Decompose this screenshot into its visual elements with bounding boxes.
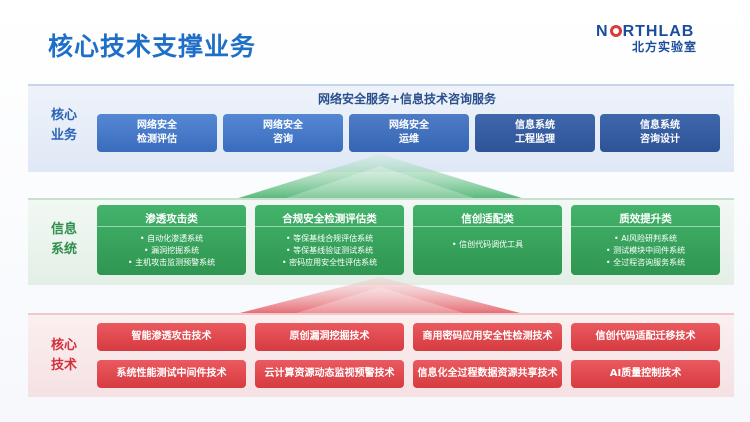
logo-letter: N: [596, 23, 609, 40]
business-item-3: 网络安全 运维: [349, 114, 469, 152]
list-item: 等保基线合规评估系统: [255, 233, 404, 245]
list-item: 测试模块中间件系统: [571, 245, 720, 257]
list-item: AI风险研判系统: [571, 233, 720, 245]
logo-ring-icon: [609, 25, 622, 37]
core-item-2: 原创漏洞挖掘技术: [255, 323, 404, 351]
list-item: 信创代码调优工具: [413, 239, 562, 251]
list-item: 密码应用安全性评估系统: [255, 257, 404, 269]
info-layer-label: 信息 系统: [50, 222, 77, 257]
info-card-title: 信创适配类: [461, 213, 514, 225]
info-card-2: 合规安全检测评估类 等保基线合规评估系统 等保基线验证测试系统 密码应用安全性评…: [255, 205, 404, 275]
list-item: 全过程咨询服务系统: [571, 257, 720, 269]
business-layer-label: 核心 业务: [50, 108, 77, 143]
info-card-title: 合规安全检测评估类: [282, 213, 377, 225]
list-item: 主机攻击监测预警系统: [97, 257, 246, 269]
list-item: 等保基线验证测试系统: [255, 245, 404, 257]
core-item-7: 信息化全过程数据资源共享技术: [413, 360, 562, 388]
northlab-logo: N RTHLAB 北方实验室: [596, 24, 724, 58]
business-heading: 网络安全服务+信息技术咨询服务: [318, 92, 497, 106]
page-title: 核心技术支撑业务: [48, 32, 257, 61]
info-card-3: 信创适配类 信创代码调优工具: [413, 205, 562, 275]
core-item-8: AI质量控制技术: [571, 360, 720, 388]
logo-subtitle: 北方实验室: [632, 40, 698, 54]
list-item: 漏洞挖掘系统: [97, 245, 246, 257]
core-item-6: 云计算资源动态监视预警技术: [255, 360, 404, 388]
business-item-1: 网络安全 检测评估: [97, 114, 217, 152]
up-arrow-icon: [232, 277, 528, 315]
info-card-4: 质效提升类 AI风险研判系统 测试模块中间件系统 全过程咨询服务系统: [571, 205, 720, 275]
business-item-4: 信息系统 工程监理: [475, 114, 595, 152]
list-item: 自动化渗透系统: [97, 233, 246, 245]
up-arrow-icon: [232, 154, 528, 200]
info-card-1: 渗透攻击类 自动化渗透系统 漏洞挖掘系统 主机攻击监测预警系统: [97, 205, 246, 275]
info-card-title: 质效提升类: [619, 213, 672, 225]
core-item-4: 信创代码适配迁移技术: [571, 323, 720, 351]
core-layer-label: 核心 技术: [50, 338, 77, 373]
core-item-5: 系统性能测试中间件技术: [97, 360, 246, 388]
core-item-1: 智能渗透攻击技术: [97, 323, 246, 351]
logo-text: RTHLAB: [622, 23, 695, 40]
business-item-2: 网络安全 咨询: [223, 114, 343, 152]
business-item-5: 信息系统 咨询设计: [600, 114, 720, 152]
core-item-3: 商用密码应用安全性检测技术: [413, 323, 562, 351]
info-card-title: 渗透攻击类: [145, 213, 198, 225]
